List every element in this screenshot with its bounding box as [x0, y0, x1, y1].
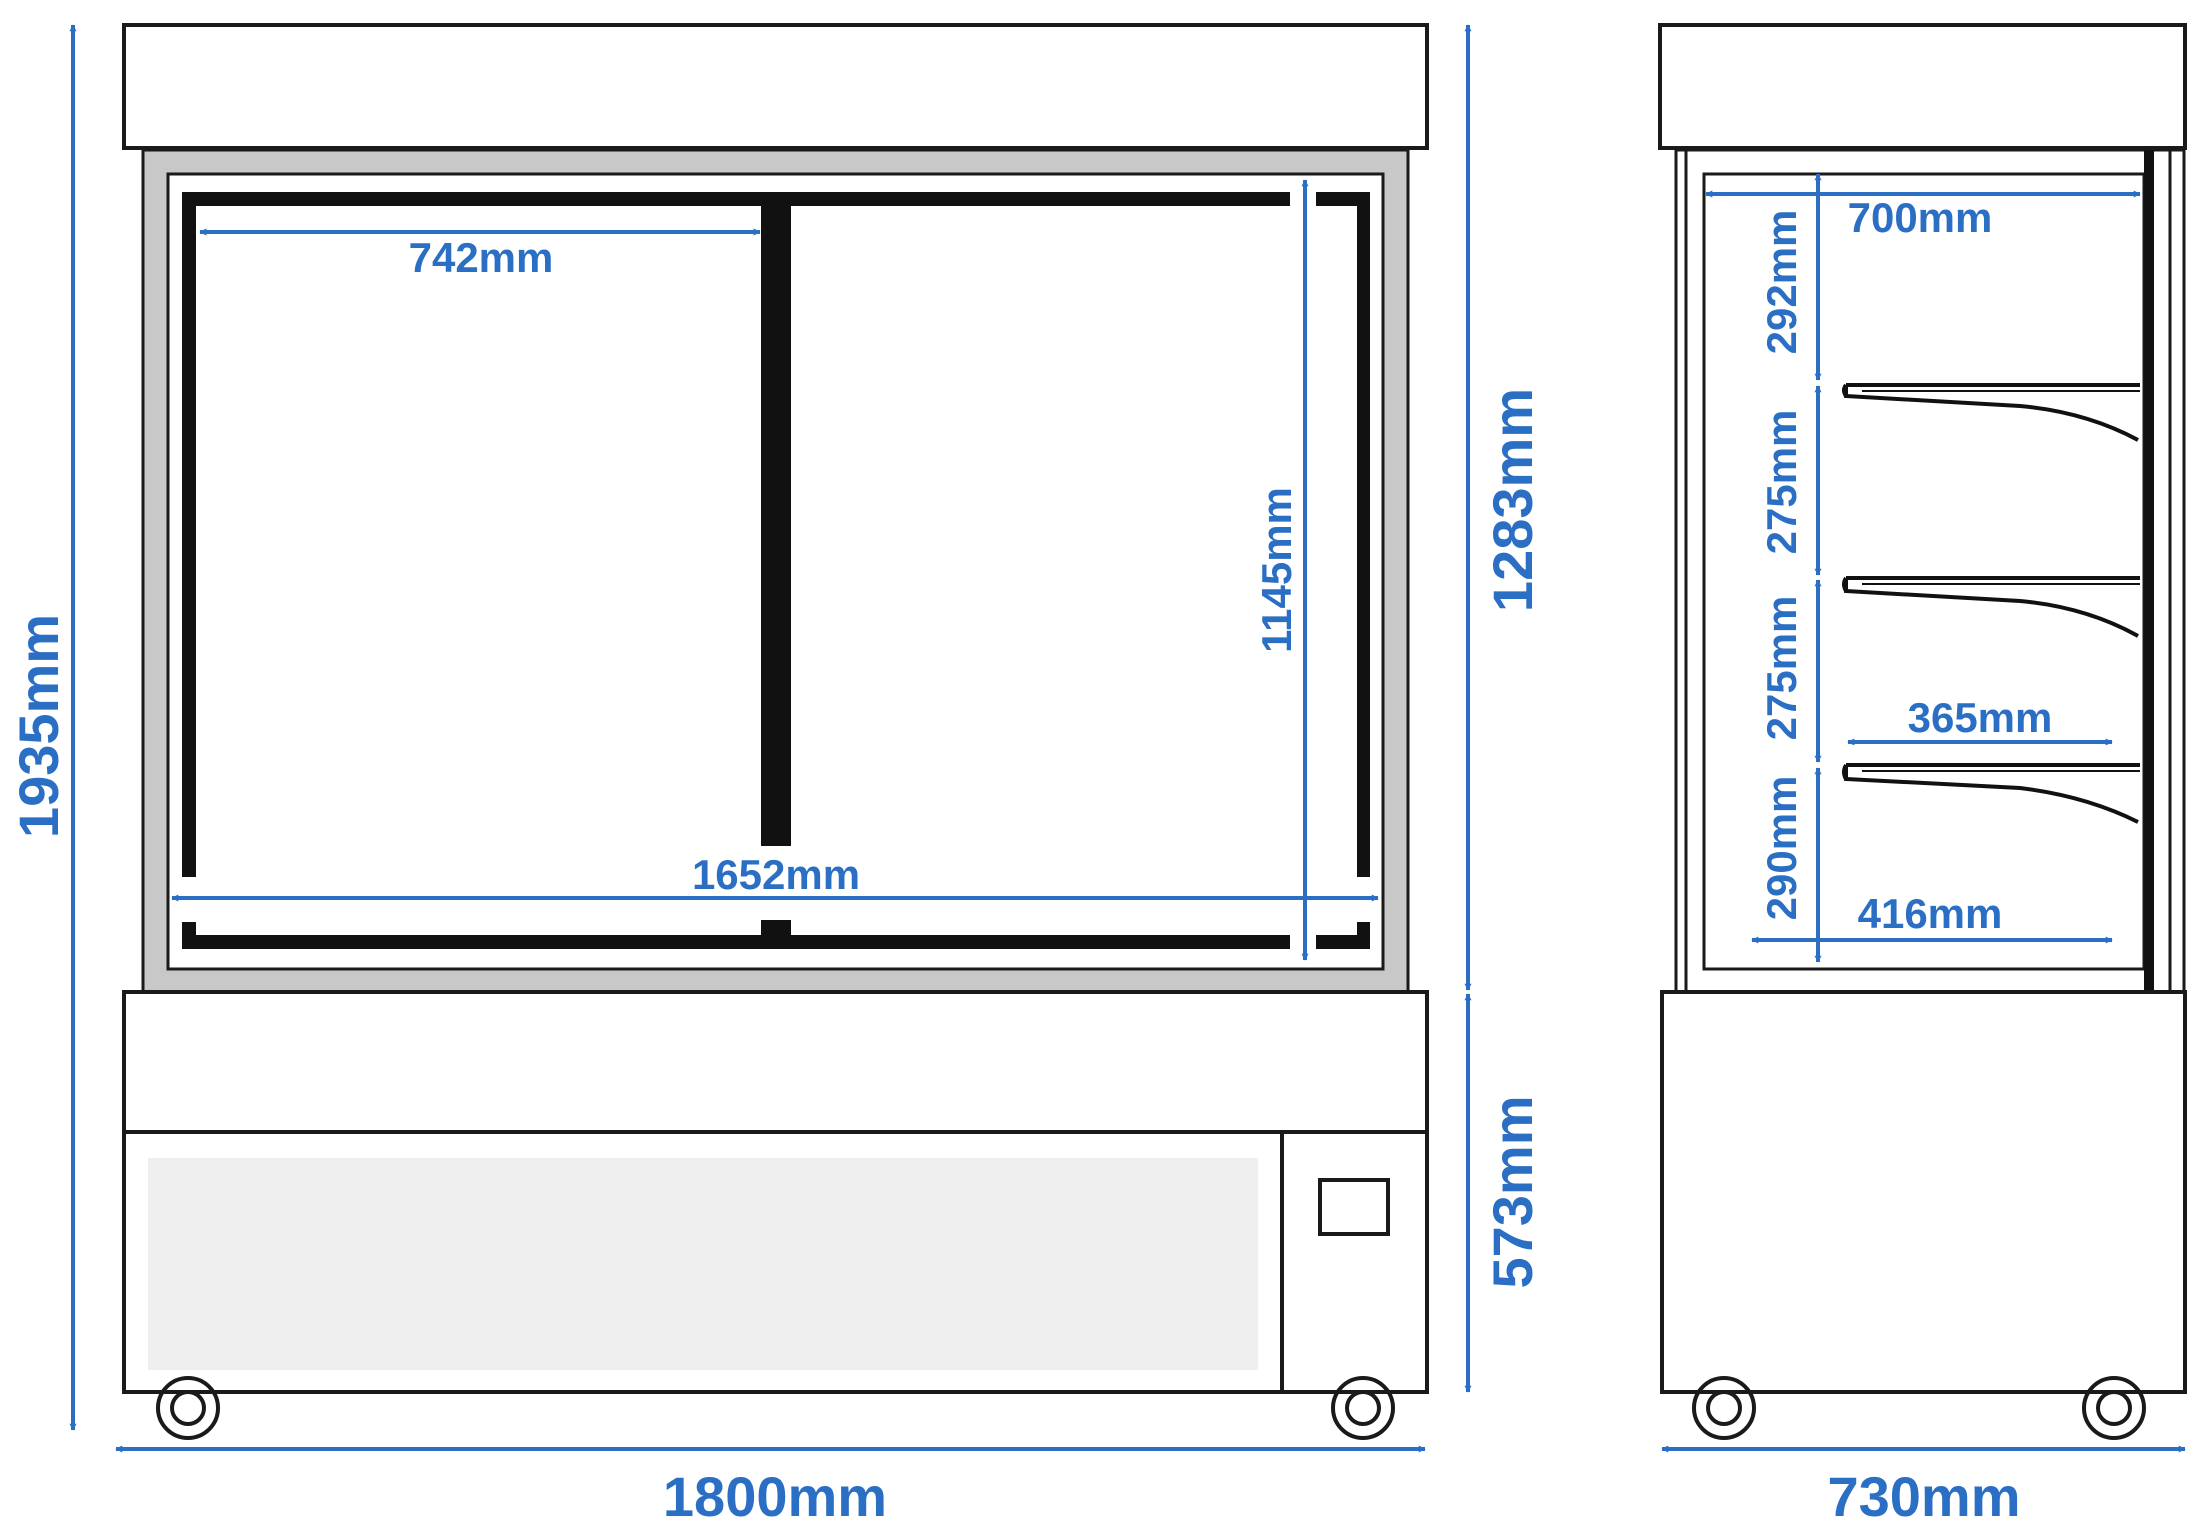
- dim-gap-3: 275mm: [1758, 596, 1805, 741]
- shelf-top: [1842, 383, 2140, 442]
- control-panel-display: [1318, 1178, 1390, 1236]
- dim-base-height: 573mm: [1481, 1095, 1544, 1288]
- side-wheel-left: [1692, 1376, 1756, 1440]
- dim-gap-top: 292mm: [1758, 210, 1805, 355]
- front-wheel-left: [156, 1376, 220, 1440]
- side-base: [1660, 990, 2187, 1394]
- dim-inner-depth: 700mm: [1848, 194, 1993, 241]
- dim-inner-height: 1145mm: [1253, 487, 1300, 653]
- sliding-doors: [182, 192, 1370, 949]
- shelf-middle: [1842, 576, 2140, 638]
- dim-bottom-depth: 416mm: [1858, 890, 2003, 937]
- dim-gap-2: 275mm: [1758, 410, 1805, 555]
- dim-door-width: 742mm: [409, 234, 554, 281]
- shelf-bottom: [1842, 763, 2140, 824]
- front-base-panel: [148, 1158, 1258, 1370]
- dim-total-width: 1800mm: [663, 1465, 887, 1522]
- side-wheel-right: [2082, 1376, 2146, 1440]
- front-canopy: [122, 23, 1429, 150]
- front-base: [122, 990, 1429, 1394]
- side-back-wall: [2144, 150, 2154, 992]
- dim-total-height: 1935mm: [7, 614, 70, 838]
- front-wheel-right: [1331, 1376, 1395, 1440]
- side-view: 700mm 292mm 275mm 275mm 290mm 365mm 416m…: [1658, 23, 2187, 1522]
- side-canopy: [1658, 23, 2187, 150]
- side-interior: [1702, 172, 2146, 971]
- dim-total-depth: 730mm: [1827, 1465, 2020, 1522]
- front-view: 742mm 1652mm 1145mm 1283mm 573mm 1935mm …: [7, 23, 1544, 1522]
- dim-shelf-depth: 365mm: [1908, 694, 2053, 741]
- dim-glass-height: 1283mm: [1481, 388, 1544, 612]
- dim-gap-bottom: 290mm: [1758, 776, 1805, 921]
- dim-inner-width: 1652mm: [692, 851, 860, 898]
